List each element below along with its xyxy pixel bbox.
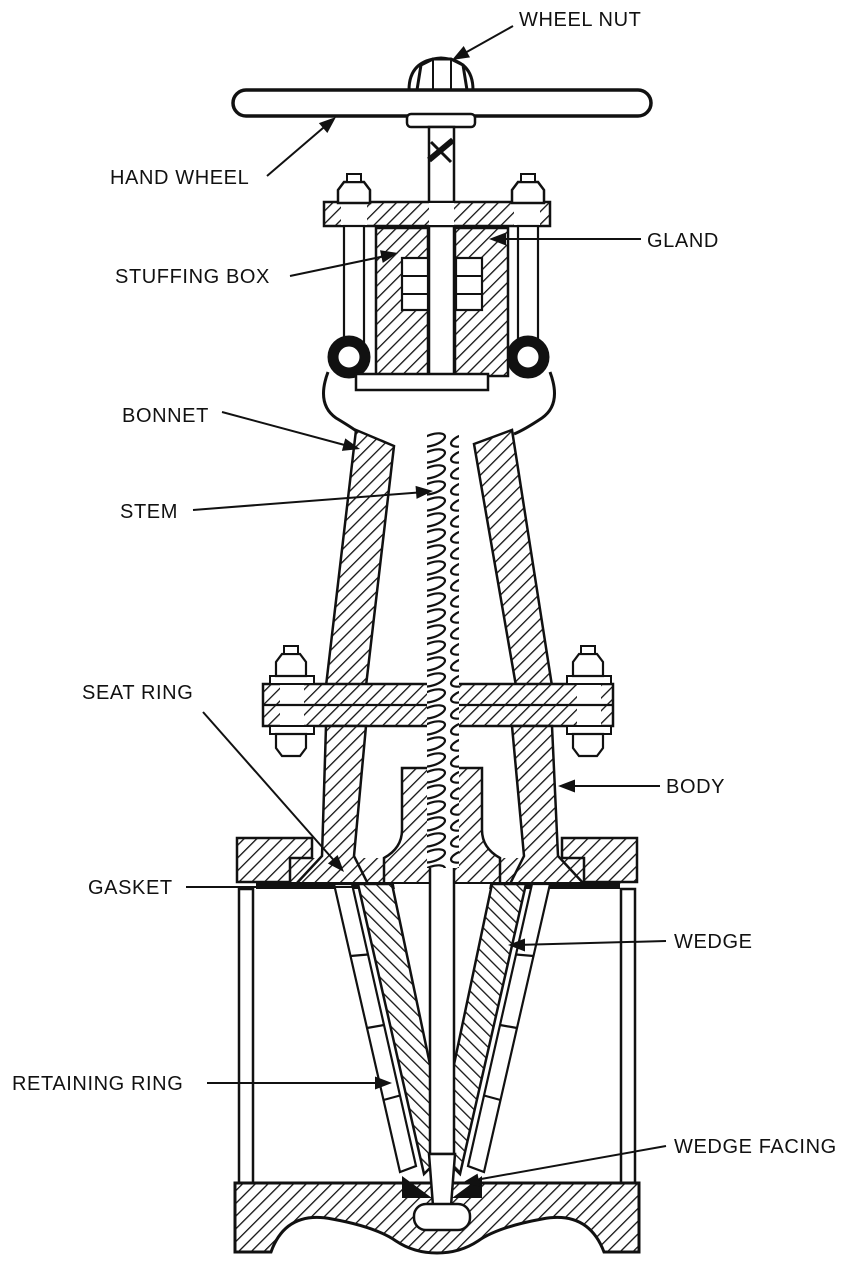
arrowhead	[558, 779, 575, 793]
bolt-hole	[514, 203, 540, 225]
label-seat-ring: SEAT RING	[82, 682, 344, 872]
wedge-seat-junction-left	[402, 1176, 432, 1198]
wheel-hub-collar	[405, 112, 477, 129]
gland-flange-assembly	[322, 173, 552, 379]
arrowhead	[327, 854, 344, 872]
bolt-cap	[580, 645, 596, 655]
gland-bolt-nut	[510, 180, 546, 205]
label-text: WEDGE	[674, 931, 753, 953]
body-lip-right	[560, 836, 639, 884]
label-wheel-nut: WHEEL NUT	[452, 9, 641, 60]
stem-lower-shape	[428, 864, 456, 1156]
eye-bolt-rod	[342, 224, 366, 344]
leader-line	[192, 491, 426, 511]
hand-wheel-shape	[231, 88, 653, 118]
leader-line	[202, 711, 339, 866]
body-wall-left	[237, 887, 255, 1187]
yoke-arm-right	[513, 371, 556, 436]
label-text: BODY	[666, 776, 725, 798]
stem-upper-shape	[427, 125, 456, 379]
washer	[269, 725, 315, 735]
arrowhead	[380, 250, 398, 263]
retaining-ring-segment-line	[366, 1023, 385, 1030]
eye-bolt-rod	[516, 224, 540, 344]
leader-line	[221, 411, 353, 448]
retaining-ring-segment-line	[350, 953, 369, 958]
leader-line	[289, 254, 391, 277]
body-lip-left	[235, 836, 314, 884]
leader-line	[515, 940, 667, 946]
flange-nut	[274, 732, 308, 758]
packing-rings-right	[454, 256, 484, 312]
hand-wheel-assembly	[231, 56, 653, 129]
arrowhead	[375, 1076, 392, 1090]
wedge-facing-pad	[412, 1202, 472, 1232]
label-text: STUFFING BOX	[115, 266, 270, 288]
arrowhead	[462, 1173, 480, 1187]
label-retaining-ring: RETAINING RING	[12, 1073, 392, 1095]
label-stuffing-box: STUFFING BOX	[115, 250, 398, 288]
gland-bolt-nut	[336, 180, 372, 205]
label-text: BONNET	[122, 405, 209, 427]
bolt-hole	[341, 203, 367, 225]
arrowhead	[489, 232, 506, 246]
label-gland: GLAND	[489, 230, 719, 252]
label-text: WHEEL NUT	[519, 9, 641, 31]
leader-line	[266, 121, 331, 177]
stem-passage	[429, 203, 454, 225]
retaining-ring-segment-line	[383, 1094, 401, 1102]
retaining-ring-segment-line	[515, 953, 534, 958]
label-hand-wheel: HAND WHEEL	[110, 117, 336, 189]
wheel-nut-shape	[415, 57, 469, 92]
arrowhead	[341, 438, 360, 451]
stem-thread-start-mark	[429, 140, 453, 164]
gland-bolt-cap	[520, 173, 536, 183]
stem-tip	[427, 1152, 457, 1208]
label-gasket: GASKET	[88, 877, 352, 899]
bonnet-wall-left	[324, 428, 396, 688]
arrowhead	[415, 485, 433, 499]
retaining-ring-segment-line	[499, 1023, 518, 1030]
label-stem: STEM	[120, 485, 433, 523]
body-wall-right	[619, 887, 637, 1187]
flange-nut	[571, 652, 605, 678]
bolt-cap	[283, 645, 299, 655]
eye-bolt-eye	[506, 335, 550, 379]
label-text: GASKET	[88, 877, 173, 899]
label-text: SEAT RING	[82, 682, 193, 704]
packing-rings-left	[400, 256, 430, 312]
label-wedge: WEDGE	[508, 931, 753, 953]
leader-line	[469, 1145, 667, 1182]
yoke-arm-left	[322, 371, 362, 436]
label-bonnet: BONNET	[122, 405, 360, 451]
stem-collar	[354, 372, 490, 392]
eye-bolt-eye	[327, 335, 371, 379]
label-text: STEM	[120, 501, 178, 523]
gland-bolt-cap	[346, 173, 362, 183]
flange-nut	[571, 732, 605, 758]
washer	[566, 675, 612, 685]
arrowhead	[508, 938, 525, 952]
flange-nut	[274, 652, 308, 678]
arrowhead	[452, 46, 471, 60]
label-text: WEDGE FACING	[674, 1136, 837, 1158]
arrowhead	[318, 117, 336, 134]
retaining-ring-segment-line	[483, 1094, 501, 1102]
label-text: RETAINING RING	[12, 1073, 183, 1095]
washer	[566, 725, 612, 735]
washer	[269, 675, 315, 685]
stem-thread-coil	[427, 432, 459, 868]
label-wedge-facing: WEDGE FACING	[462, 1136, 837, 1187]
label-body: BODY	[558, 776, 725, 798]
bonnet-wall-right	[472, 428, 554, 688]
label-text: GLAND	[647, 230, 719, 252]
label-text: HAND WHEEL	[110, 167, 249, 189]
callout-labels: WHEEL NUT HAND WHEEL GLAND STUFFING BOX …	[12, 9, 837, 1187]
